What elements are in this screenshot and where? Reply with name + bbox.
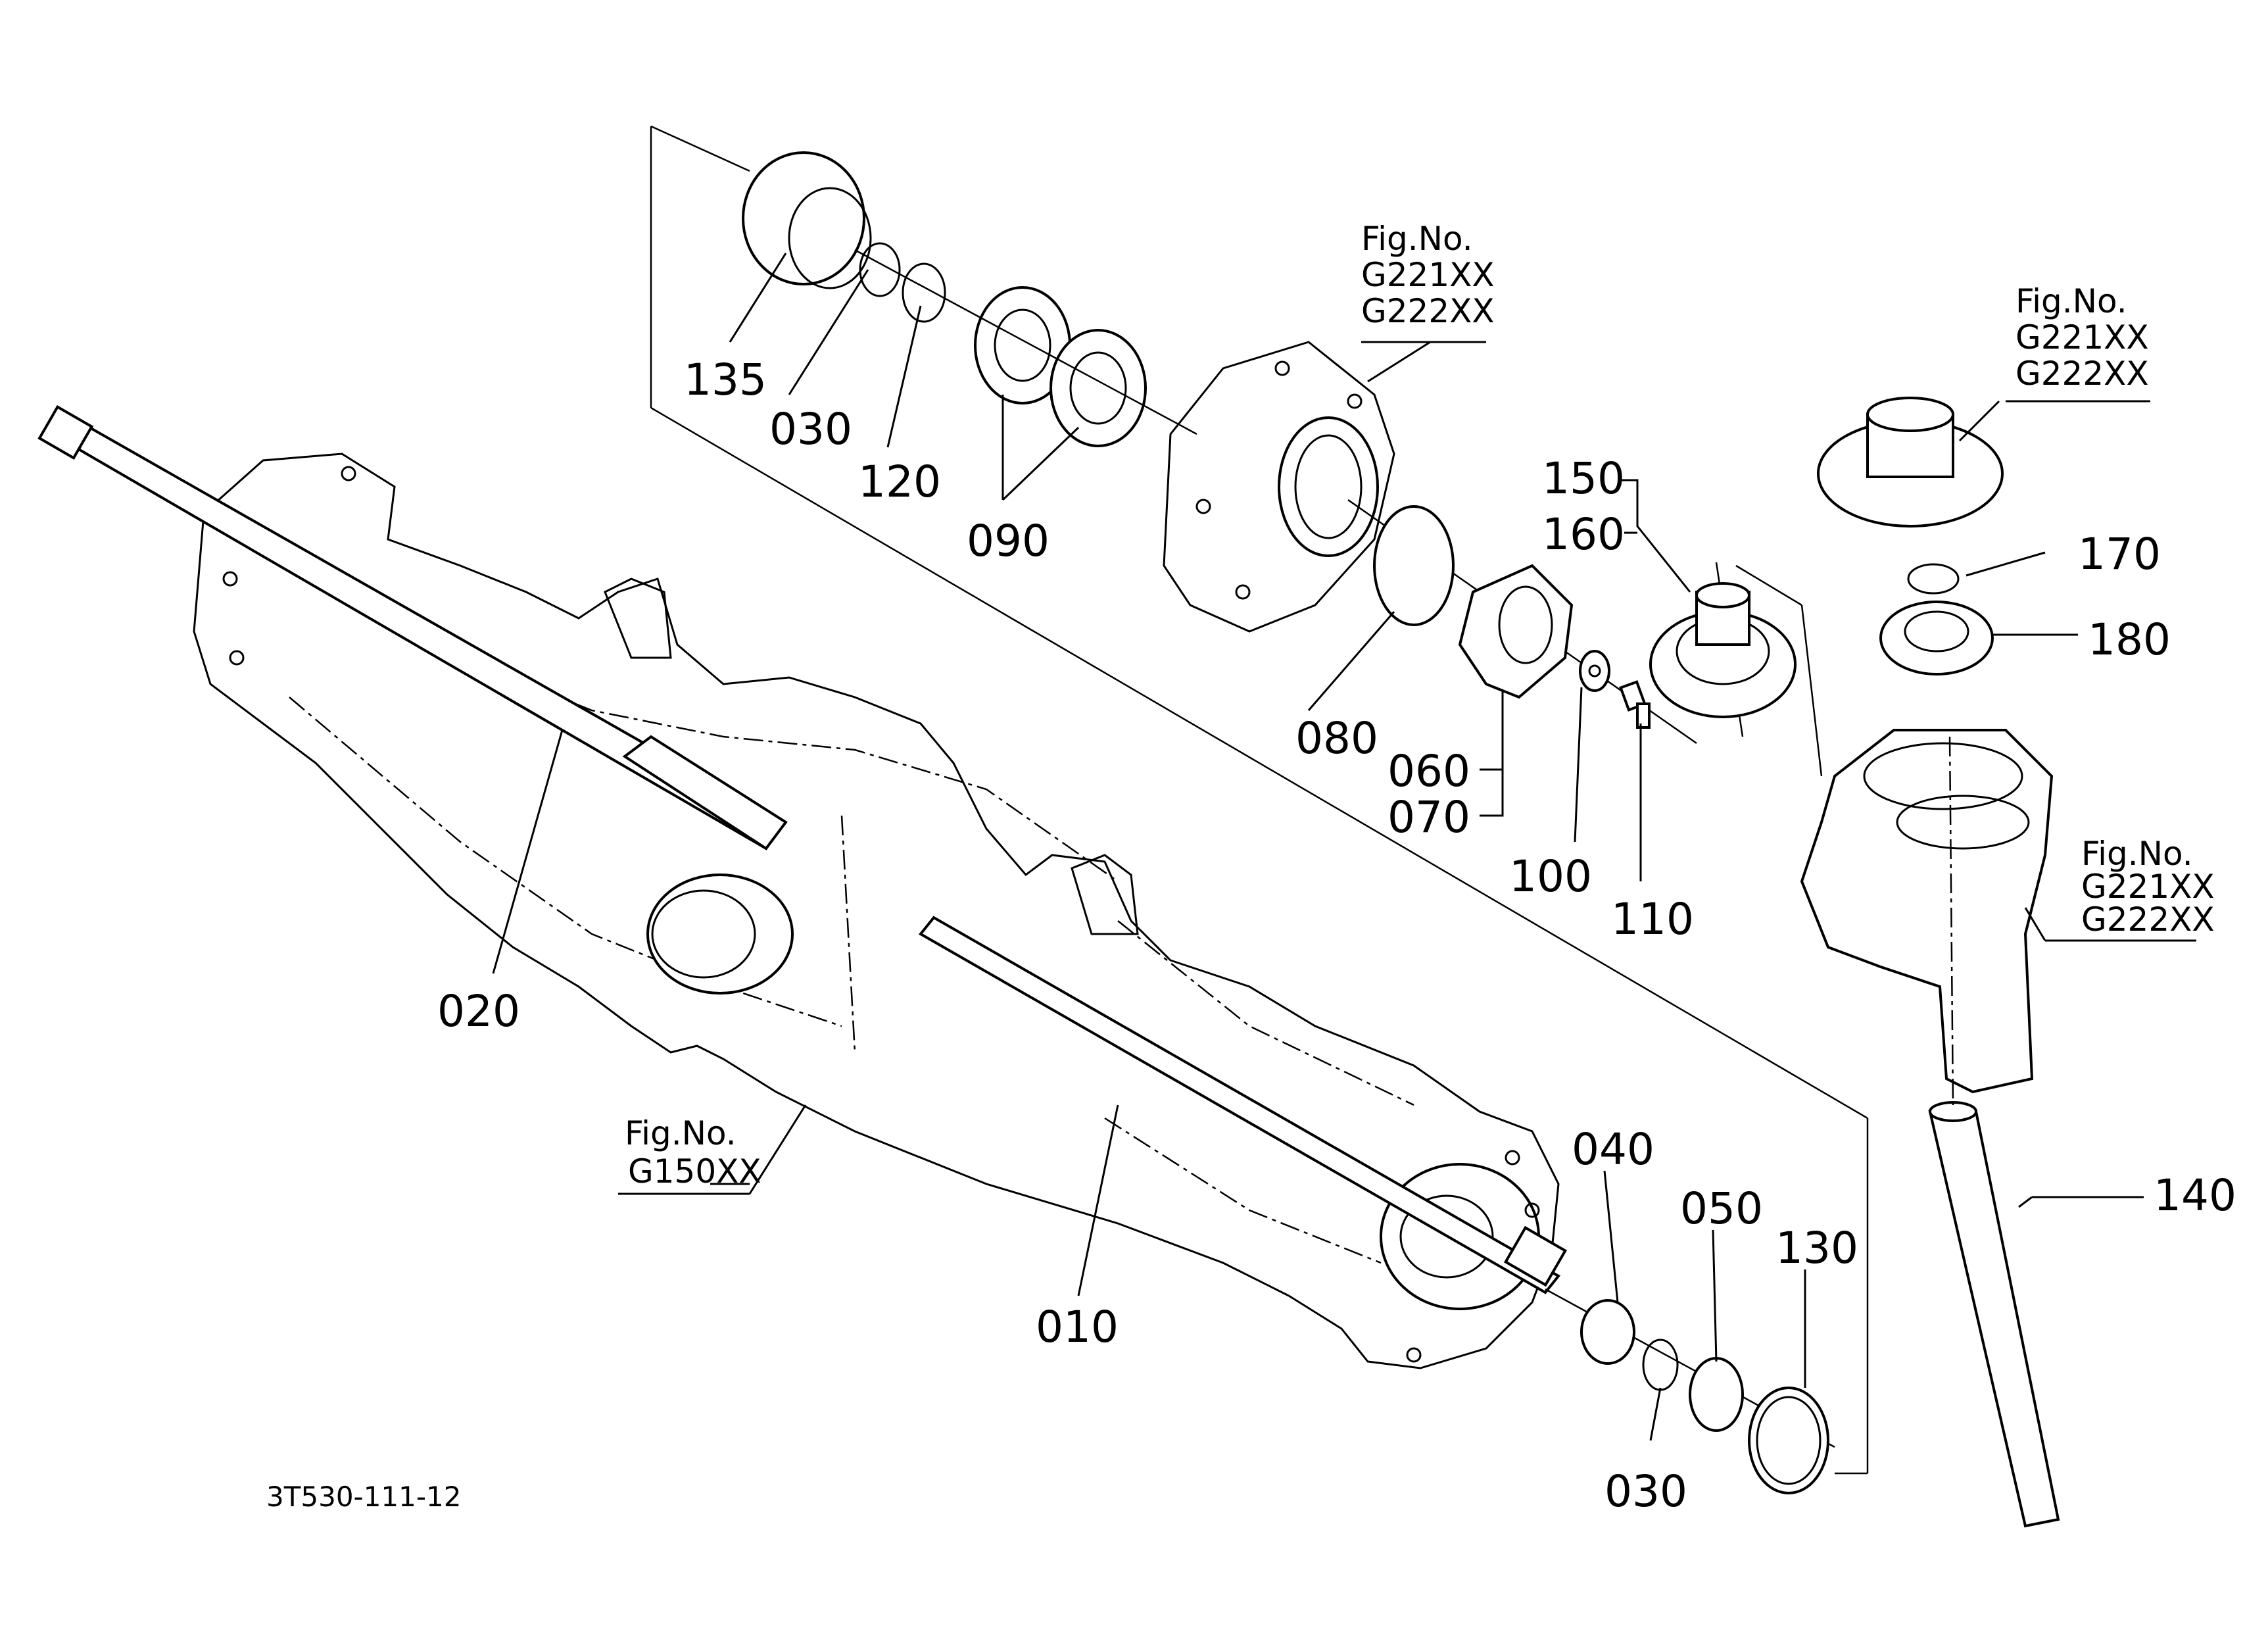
callout-080: 080 <box>1295 713 1378 764</box>
fig-ref-axle-housing-line1: G150XX <box>628 1152 761 1191</box>
callout-180: 180 <box>2088 614 2171 665</box>
fig-ref-lower-case-line1: G221XX <box>2081 868 2215 906</box>
fig-ref-bearing-case-prefix: Fig.No. <box>1361 220 1473 258</box>
axle-housing <box>193 453 1560 1369</box>
callout-070: 070 <box>1387 792 1470 843</box>
fig-ref-lower-case-line2: G222XX <box>2081 900 2215 939</box>
axle-shaft-010 <box>918 916 1568 1294</box>
callout-030-lower: 030 <box>1604 1466 1687 1517</box>
callout-030-upper: 030 <box>769 404 852 455</box>
figure-references: Fig.No. G221XX G222XX Fig.No. G221XX G22… <box>625 220 2215 1191</box>
callout-130: 130 <box>1775 1223 1858 1273</box>
fig-ref-lower-case-prefix: Fig.No. <box>2081 835 2193 873</box>
callout-140: 140 <box>2154 1170 2236 1221</box>
callout-010: 010 <box>1036 1302 1119 1352</box>
callout-110: 110 <box>1611 894 1694 945</box>
lower-steering-case <box>1800 729 2054 1094</box>
fig-ref-upper-cover-prefix: Fig.No. <box>2015 282 2127 320</box>
callout-120: 120 <box>858 456 941 507</box>
assembly-frame-lines <box>650 125 1869 1475</box>
vertical-shaft-140 <box>1928 736 2060 1528</box>
callout-040: 040 <box>1572 1124 1654 1175</box>
callout-labels: 135 030 120 090 150 160 170 180 080 060 … <box>437 355 2236 1517</box>
callout-150: 150 <box>1542 453 1625 504</box>
callout-090: 090 <box>967 516 1050 566</box>
lower-bearing-group <box>1545 1288 1835 1494</box>
callout-170: 170 <box>2078 529 2161 579</box>
callout-050: 050 <box>1680 1183 1763 1234</box>
bevel-gear-group <box>1373 505 1651 729</box>
leader-lines <box>492 253 2196 1441</box>
fig-ref-upper-cover-line2: G222XX <box>2015 355 2149 393</box>
callout-160: 160 <box>1542 509 1625 560</box>
callout-135: 135 <box>684 355 767 405</box>
axle-shaft-020 <box>37 405 788 850</box>
upper-cover <box>1817 397 2004 676</box>
fig-ref-bearing-case-line1: G221XX <box>1361 256 1495 294</box>
drawing-code: 3T530-111-12 <box>266 1481 461 1513</box>
fig-ref-axle-housing-prefix: Fig.No. <box>625 1114 736 1152</box>
callout-100: 100 <box>1509 851 1592 902</box>
spiral-gear-150-160 <box>1649 582 1797 718</box>
fig-ref-bearing-case-line2: G222XX <box>1361 292 1495 330</box>
callout-020: 020 <box>437 986 520 1037</box>
upper-bearing-group <box>742 151 1197 447</box>
fig-ref-upper-cover-line1: G221XX <box>2015 318 2149 356</box>
callout-060: 060 <box>1387 746 1470 797</box>
